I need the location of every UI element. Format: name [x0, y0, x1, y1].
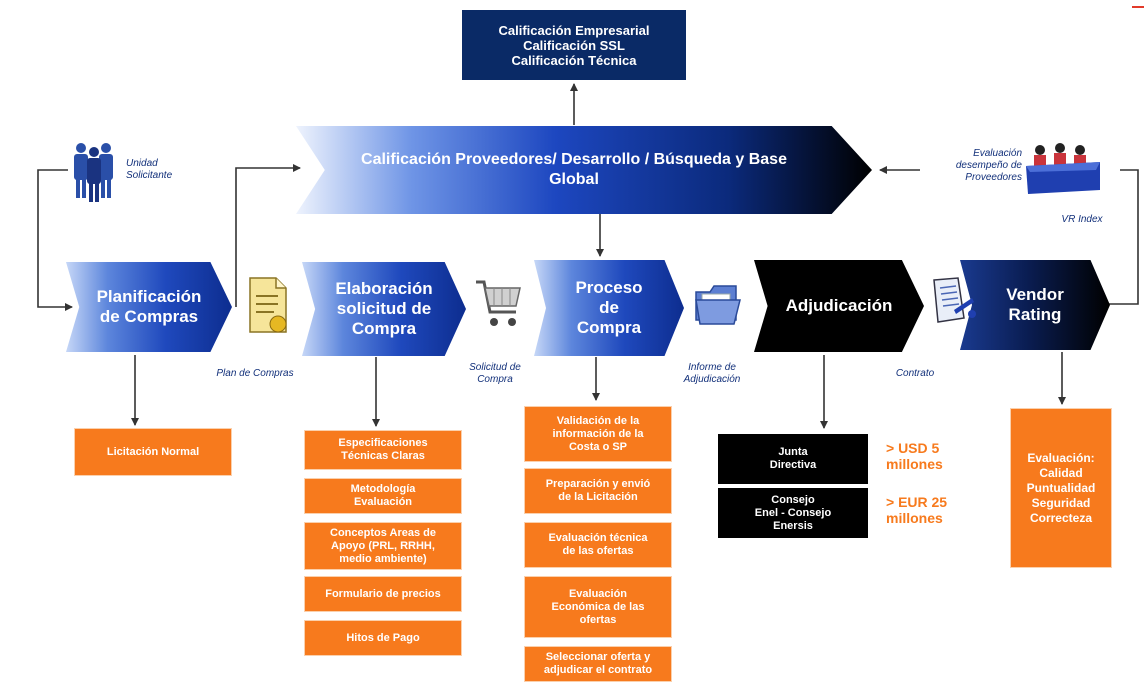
stage-elaboracion: Elaboración solicitud de Compra: [302, 262, 466, 356]
elaboracion-box-1: Especificaciones Técnicas Claras: [304, 430, 462, 470]
usd-limit-label: > USD 5 millones: [886, 440, 943, 472]
plan-de-compras-label: Plan de Compras: [216, 368, 294, 379]
vendor-evaluation-box: Evaluación: Calidad Puntualidad Segurida…: [1010, 408, 1112, 568]
proceso-box-2: Preparación y envió de la Licitación: [524, 468, 672, 514]
shopping-cart-icon: [476, 280, 521, 326]
supplier-qualification-banner: Calificación Proveedores/ Desarrollo / B…: [296, 126, 872, 214]
unidad-solicitante-label: Unidad Solicitante: [126, 158, 173, 181]
stage-vendor-rating-label: Vendor Rating: [1006, 285, 1064, 324]
elaboracion-box-2: Metodología Evaluación: [304, 478, 462, 514]
stage-vendor-rating: Vendor Rating: [960, 260, 1110, 350]
eur-limit-label: > EUR 25 millones: [886, 494, 948, 526]
stage-adjudicacion-label: Adjudicación: [785, 296, 893, 315]
stage-planificacion: Planificación de Compras: [66, 262, 232, 352]
qualification-box: Calificación Empresarial Calificación SS…: [462, 10, 686, 80]
document-icon: [249, 277, 287, 333]
stage-planificacion-label: Planificación de Compras: [96, 287, 202, 326]
consejo-enel-box: Consejo Enel - Consejo Enersis: [718, 488, 868, 538]
informe-de-adjudicacion-label: Informe de Adjudicación: [683, 362, 741, 385]
evaluacion-desempeno-label: Evaluación desempeño de Proveedores: [955, 148, 1022, 183]
elaboracion-box-5: Hitos de Pago: [304, 620, 462, 656]
qualification-line-1: Calificación Empresarial: [498, 22, 650, 38]
contract-icon: [933, 277, 976, 323]
folder-icon: [695, 285, 741, 325]
solicitud-de-compra-label: Solicitud de Compra: [469, 362, 521, 385]
proceso-box-4: Evaluación Económica de las ofertas: [524, 576, 672, 638]
qualification-line-3: Calificación Técnica: [511, 52, 637, 68]
corner-mark: [1132, 6, 1144, 8]
banner-text: Calificación Proveedores/ Desarrollo / B…: [361, 151, 787, 188]
contrato-label: Contrato: [895, 368, 935, 379]
stage-adjudicacion: Adjudicación: [754, 260, 924, 352]
proceso-box-1: Validación de la información de la Costa…: [524, 406, 672, 462]
proceso-box-3: Evaluación técnica de las ofertas: [524, 522, 672, 568]
elaboracion-box-3: Conceptos Areas de Apoyo (PRL, RRHH, med…: [304, 522, 462, 570]
stage-elaboracion-label: Elaboración solicitud de Compra: [335, 279, 433, 338]
qualification-line-2: Calificación SSL: [523, 37, 625, 53]
people-icon: [74, 143, 113, 202]
evaluators-icon: [1026, 143, 1100, 194]
vr-index-label: VR Index: [1061, 214, 1103, 225]
stage-proceso: Proceso de Compra: [534, 260, 684, 356]
junta-directiva-box: Junta Directiva: [718, 434, 868, 484]
elaboracion-box-4: Formulario de precios: [304, 576, 462, 612]
stage-proceso-label: Proceso de Compra: [575, 278, 643, 337]
proceso-box-5: Seleccionar oferta y adjudicar el contra…: [524, 646, 672, 682]
licitacion-normal-box: Licitación Normal: [74, 428, 232, 476]
